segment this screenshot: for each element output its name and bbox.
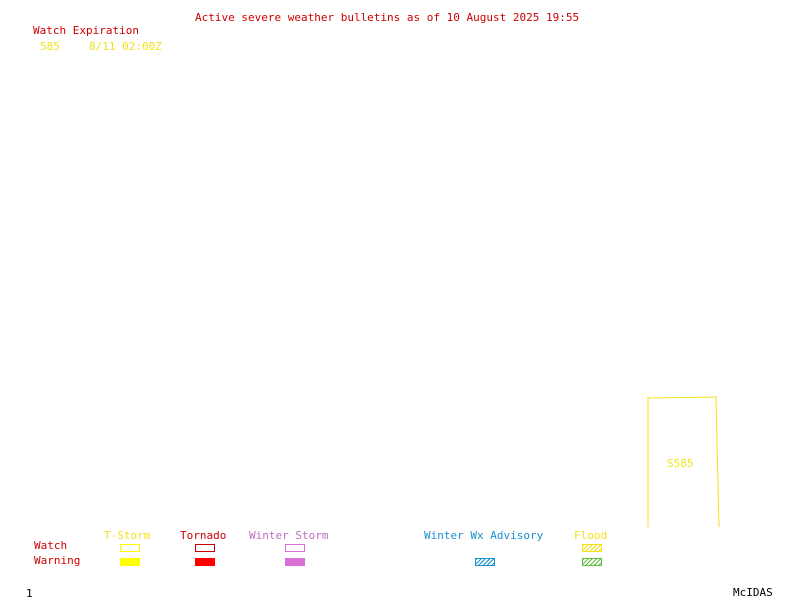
legend-warning-row-label: Warning xyxy=(34,554,81,567)
watch-box-label: S585 xyxy=(667,457,694,470)
tornado-watch-swatch xyxy=(195,544,215,552)
tornado-warning-swatch xyxy=(195,558,215,566)
bulletin-title: Active severe weather bulletins as of 10… xyxy=(195,11,580,24)
tstorm-warning-swatch xyxy=(120,558,140,566)
watch-expiration-time: 8/11 02:00Z xyxy=(89,40,162,53)
legend-tornado-label: Tornado xyxy=(180,529,227,542)
flood-watch-swatch xyxy=(582,544,602,552)
watch-box-outline xyxy=(647,396,720,528)
watch-number: 585 xyxy=(40,40,60,53)
watch-expiration-label: Watch Expiration xyxy=(33,24,139,37)
winter-storm-warning-swatch xyxy=(285,558,305,566)
mcidas-brand: McIDAS xyxy=(733,586,773,599)
legend-winter-storm-label: Winter Storm xyxy=(249,529,329,542)
winter-storm-watch-swatch xyxy=(285,544,305,552)
legend-winter-wx-advisory-label: Winter Wx Advisory xyxy=(424,529,544,542)
winter-wx-advisory-swatch xyxy=(475,558,495,566)
legend-watch-row-label: Watch xyxy=(34,539,68,552)
flood-warning-swatch xyxy=(582,558,602,566)
legend-tstorm-label: T-Storm xyxy=(104,529,151,542)
tstorm-watch-swatch xyxy=(120,544,140,552)
frame-number: 1 xyxy=(26,587,33,600)
legend-flood-label: Flood xyxy=(574,529,608,542)
